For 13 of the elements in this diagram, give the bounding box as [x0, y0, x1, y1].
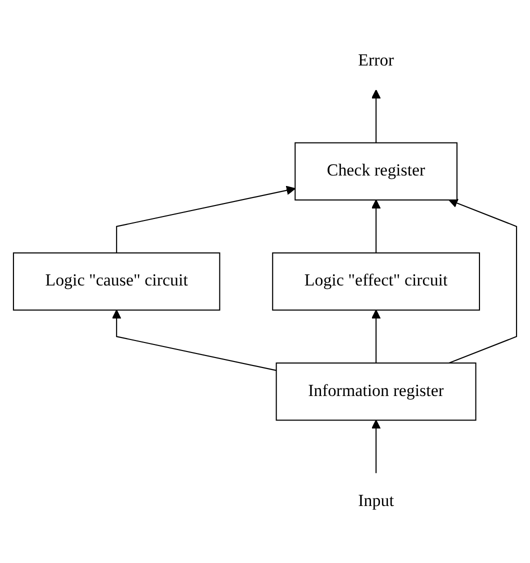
node-box: Logic "cause" circuit [12, 252, 220, 311]
arrow [116, 186, 296, 253]
node-text: Error [358, 52, 394, 70]
arrow [448, 198, 518, 364]
node-box: Information register [276, 362, 476, 421]
arrow [112, 310, 276, 371]
arrow [371, 89, 381, 143]
arrow [371, 200, 381, 253]
node-text: Input [358, 492, 394, 510]
node-box: Check register [294, 142, 458, 200]
node-box: Logic "effect" circuit [272, 252, 480, 311]
arrow [371, 310, 381, 364]
arrow [371, 420, 381, 474]
